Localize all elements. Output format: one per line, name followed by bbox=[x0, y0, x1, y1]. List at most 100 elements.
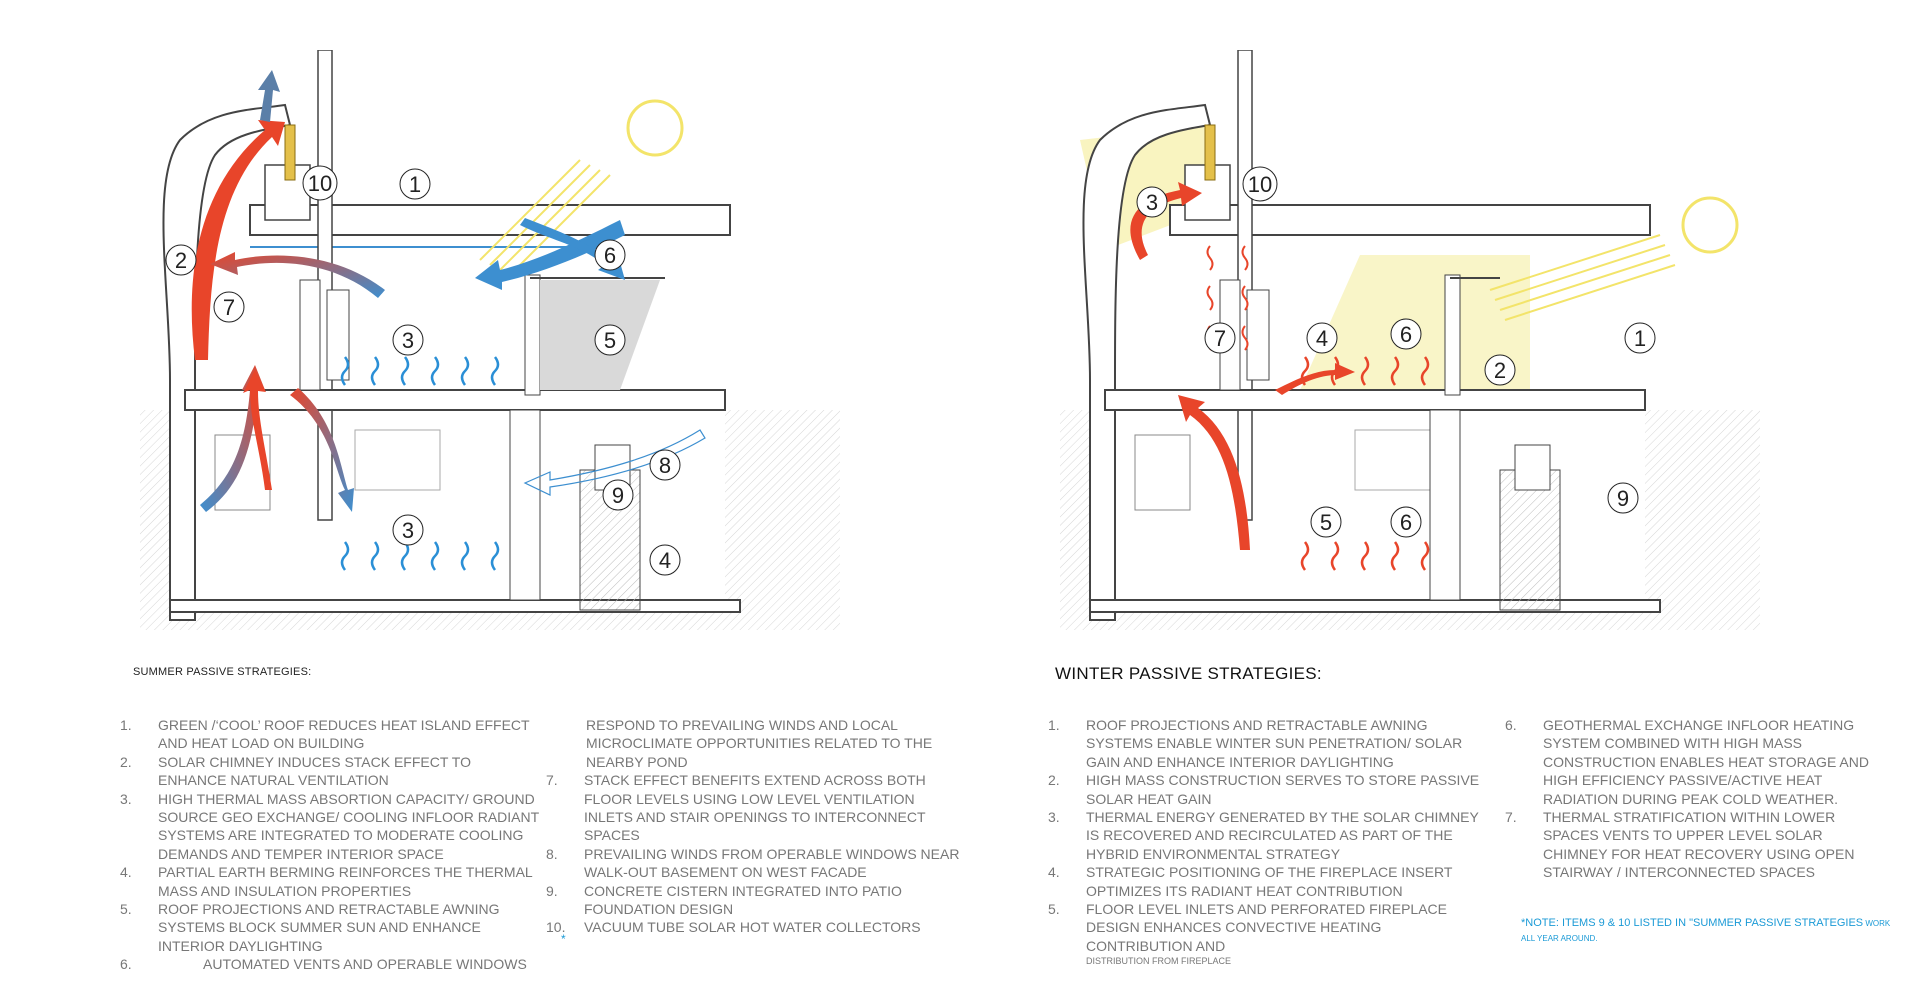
list-item: 7.STACK EFFECT BENEFITS EXTEND ACROSS BO… bbox=[546, 772, 926, 844]
stair-block bbox=[1134, 434, 1191, 511]
list-item: 1.GREEN /‘COOL’ ROOF REDUCES HEAT ISLAND… bbox=[120, 717, 530, 752]
list-item: 6.AUTOMATED VENTS AND OPERABLE WINDOWS bbox=[120, 956, 527, 973]
list-item: 9.CONCRETE CISTERN INTEGRATED INTO PATIO… bbox=[546, 882, 902, 918]
upper-crossflow-arrow bbox=[210, 252, 385, 298]
sun-icon bbox=[1681, 196, 1739, 254]
svg-text:4: 4 bbox=[659, 548, 671, 573]
note-main: *NOTE: ITEMS 9 & 10 LISTED IN "SUMMER PA… bbox=[1521, 917, 1864, 929]
callout-6-upper: 6 bbox=[1390, 318, 1422, 350]
summer-list-col2: RESPOND TO PREVAILING WINDS AND LOCAL MI… bbox=[546, 716, 966, 937]
callout-9: 9 bbox=[1607, 482, 1639, 514]
item5-tail: DISTRIBUTION FROM FIREPLACE bbox=[1086, 956, 1232, 967]
svg-text:1: 1 bbox=[1634, 326, 1646, 351]
fireplace-box bbox=[326, 289, 350, 381]
svg-text:7: 7 bbox=[223, 295, 235, 320]
stair-updraft-arrow-2 bbox=[243, 370, 272, 490]
awning-wind-arrow bbox=[520, 218, 625, 280]
callout-3: 3 bbox=[1136, 186, 1168, 218]
list-item: 7.THERMAL STRATIFICATION WITHIN LOWER SP… bbox=[1505, 809, 1855, 881]
chimney-exhaust-arrow bbox=[191, 120, 285, 360]
callout-4: 4 bbox=[649, 544, 681, 576]
list-item: 6.GEOTHERMAL EXCHANGE INFLOOR HEATING SY… bbox=[1505, 717, 1869, 807]
basement-slab bbox=[169, 599, 741, 613]
sun-rays bbox=[1489, 234, 1676, 321]
note-small-2: ALL YEAR AROUND. bbox=[1521, 934, 1598, 943]
callout-1: 1 bbox=[399, 168, 431, 200]
cool-intake-arrow bbox=[475, 220, 625, 290]
note-text: *NOTE: ITEMS 9 & 10 LISTED IN "SUMMER PA… bbox=[1521, 916, 1891, 946]
winter-heading: WINTER PASSIVE STRATEGIES: bbox=[1055, 664, 1322, 683]
callout-5: 5 bbox=[594, 324, 626, 356]
callout-8: 8 bbox=[649, 449, 681, 481]
callout-2: 2 bbox=[1484, 354, 1516, 386]
svg-text:6: 6 bbox=[1400, 510, 1412, 535]
callout-7: 7 bbox=[1204, 322, 1236, 354]
list-item: 10.VACUUM TUBE SOLAR HOT WATER COLLECTOR… bbox=[546, 919, 921, 936]
svg-text:9: 9 bbox=[1617, 486, 1629, 511]
callout-5: 5 bbox=[1310, 506, 1342, 538]
svg-text:2: 2 bbox=[175, 248, 187, 273]
svg-text:10: 10 bbox=[1248, 172, 1272, 197]
svg-text:8: 8 bbox=[659, 453, 671, 478]
cistern-wall bbox=[1499, 469, 1561, 611]
summer-list-col1: 1.GREEN /‘COOL’ ROOF REDUCES HEAT ISLAND… bbox=[120, 716, 540, 974]
summer-heading: SUMMER PASSIVE STRATEGIES: bbox=[133, 666, 312, 678]
callout-1: 1 bbox=[1624, 322, 1656, 354]
svg-text:4: 4 bbox=[1316, 326, 1328, 351]
list-item: 3.THERMAL ENERGY GENERATED BY THE SOLAR … bbox=[1048, 809, 1479, 862]
interior-wall-a bbox=[299, 279, 321, 391]
svg-text:3: 3 bbox=[402, 518, 414, 543]
svg-text:1: 1 bbox=[409, 172, 421, 197]
list-item: 5.ROOF PROJECTIONS AND RETRACTABLE AWNIN… bbox=[120, 901, 500, 954]
list-item: 4.PARTIAL EARTH BERMING REINFORCES THE T… bbox=[120, 864, 533, 899]
summer-section-diagram: 1 2 3 3 4 5 6 7 8 9 10 bbox=[140, 50, 840, 630]
lower-radiant-arrows bbox=[340, 541, 500, 571]
stair-warm-arrow bbox=[1178, 395, 1250, 550]
interior-window bbox=[354, 429, 441, 491]
callout-9: 9 bbox=[602, 479, 634, 511]
solar-collector bbox=[284, 124, 296, 181]
list-item: 1.ROOF PROJECTIONS AND RETRACTABLE AWNIN… bbox=[1048, 717, 1463, 770]
basement-east-wall bbox=[509, 409, 541, 601]
upper-radiant-arrows bbox=[340, 356, 500, 386]
upper-radiant-arrows bbox=[1300, 356, 1430, 386]
list-item: 3.HIGH THERMAL MASS ABSORTION CAPACITY/ … bbox=[120, 790, 539, 862]
callout-6: 6 bbox=[594, 239, 626, 271]
solar-collector bbox=[1204, 124, 1216, 181]
svg-text:2: 2 bbox=[1494, 358, 1506, 383]
basement-crossflow-arrow bbox=[290, 388, 354, 512]
callout-4: 4 bbox=[1306, 322, 1338, 354]
callout-3-upper: 3 bbox=[392, 324, 424, 356]
callout-2: 2 bbox=[165, 244, 197, 276]
callout-10: 10 bbox=[1242, 166, 1278, 202]
chimney-top-arrow bbox=[258, 70, 280, 122]
fireplace-box bbox=[1246, 289, 1270, 381]
callout-10: 10 bbox=[302, 165, 338, 201]
sun-icon bbox=[626, 99, 684, 157]
callout-7: 7 bbox=[213, 291, 245, 323]
list-item: 2.SOLAR CHIMNEY INDUCES STACK EFFECT TO … bbox=[120, 753, 471, 789]
svg-text:5: 5 bbox=[1320, 510, 1332, 535]
item6-continued: RESPOND TO PREVAILING WINDS AND LOCAL MI… bbox=[586, 717, 933, 770]
winter-list-col2: 6.GEOTHERMAL EXCHANGE INFLOOR HEATING SY… bbox=[1505, 716, 1890, 882]
callout-6-lower: 6 bbox=[1390, 506, 1422, 538]
note-small-1: WORK bbox=[1863, 919, 1891, 928]
east-wall bbox=[1444, 274, 1461, 396]
main-floor-slab bbox=[184, 389, 726, 411]
winter-callouts: 1 2 3 4 5 6 6 7 9 10 bbox=[1136, 166, 1656, 538]
svg-text:3: 3 bbox=[1146, 190, 1158, 215]
svg-text:9: 9 bbox=[612, 483, 624, 508]
list-item: 2.HIGH MASS CONSTRUCTION SERVES TO STORE… bbox=[1048, 772, 1480, 807]
main-floor-slab bbox=[1104, 389, 1646, 411]
sun-rays bbox=[479, 159, 611, 276]
svg-text:6: 6 bbox=[604, 243, 616, 268]
svg-text:5: 5 bbox=[604, 328, 616, 353]
basement-east-wall bbox=[1429, 409, 1461, 601]
svg-text:6: 6 bbox=[1400, 322, 1412, 347]
asterisk-mark: * bbox=[561, 932, 566, 946]
list-item: 8.PREVAILING WINDS FROM OPERABLE WINDOWS… bbox=[546, 845, 960, 881]
basement-slab bbox=[1089, 599, 1661, 613]
list-item: 5.FLOOR LEVEL INLETS AND PERFORATED FIRE… bbox=[1048, 901, 1447, 954]
svg-text:3: 3 bbox=[402, 328, 414, 353]
cistern bbox=[1514, 444, 1551, 491]
